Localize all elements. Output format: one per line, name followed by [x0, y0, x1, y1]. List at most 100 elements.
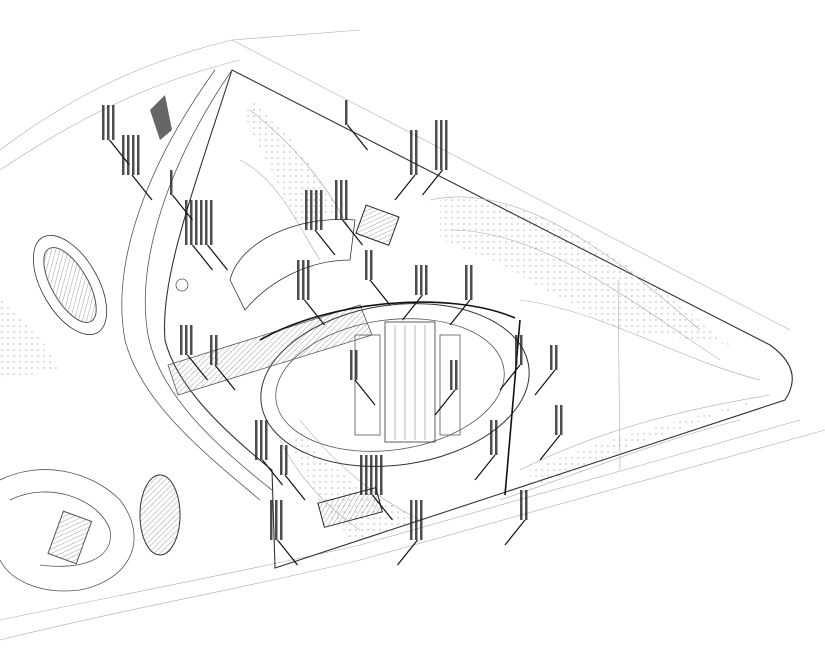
annotation-label [210, 200, 213, 245]
annotation-label [455, 360, 458, 390]
leader-line [449, 299, 471, 326]
annotation-label [210, 335, 213, 365]
annotation-label [195, 200, 198, 245]
annotation-label [185, 325, 188, 355]
annotation-label [285, 445, 288, 475]
annotation-label [370, 455, 373, 495]
leader-line [354, 379, 376, 406]
annotation-label [185, 200, 188, 245]
annotation-label [340, 180, 343, 220]
annotation-label [205, 200, 208, 245]
annotation-label [270, 500, 273, 540]
leader-line [342, 219, 363, 246]
annotation-label [280, 445, 283, 475]
leader-line [534, 369, 556, 396]
annotation-label [520, 335, 523, 365]
annotation-label [365, 455, 368, 495]
annotation-label [200, 200, 203, 245]
leader-line [284, 474, 306, 501]
annotation-label [190, 325, 193, 355]
annotation-label [515, 335, 518, 365]
south-pavilion [317, 487, 383, 528]
annotation-label [297, 260, 300, 300]
west-buildings [0, 95, 189, 592]
annotation-label [275, 500, 278, 540]
annotation-label [360, 455, 363, 495]
annotation-label [420, 500, 423, 540]
leader-line [214, 364, 236, 391]
annotation-label [310, 190, 313, 230]
leader-line [172, 194, 193, 221]
annotation-label [107, 105, 110, 140]
annotation-callouts [102, 100, 563, 566]
annotation-label [495, 420, 498, 455]
annotation-label [555, 345, 558, 370]
leader-line [207, 244, 228, 271]
leader-line [304, 299, 325, 326]
leader-line [539, 434, 561, 461]
annotation-label [170, 170, 173, 195]
leader-line [474, 454, 496, 481]
leader-line [369, 279, 391, 306]
leader-line [262, 459, 283, 486]
leader-line [109, 139, 130, 166]
annotation-label [307, 260, 310, 300]
annotation-label [415, 130, 418, 175]
leader-line [347, 124, 368, 151]
annotation-label [555, 405, 558, 435]
surrounding-roads [0, 29, 825, 641]
annotation-label [315, 190, 318, 230]
annotation-label [137, 135, 140, 175]
annotation-label [445, 120, 448, 170]
leader-line [422, 169, 443, 196]
leader-line [277, 539, 298, 566]
leader-line [131, 174, 153, 201]
annotation-label [415, 500, 418, 540]
annotation-label [410, 500, 413, 540]
leader-line [402, 294, 423, 321]
annotation-label [365, 250, 368, 280]
annotation-label [345, 180, 348, 220]
annotation-label [440, 120, 443, 170]
annotation-label [305, 190, 308, 230]
annotation-label [302, 260, 305, 300]
annotation-label [520, 490, 523, 520]
north-pavilion [229, 204, 400, 311]
leader-line [394, 174, 416, 201]
annotation-label [470, 265, 473, 300]
annotation-label [425, 265, 428, 295]
annotation-label [420, 265, 423, 295]
annotation-label [190, 200, 193, 245]
leader-line [314, 229, 336, 256]
annotation-label [370, 250, 373, 280]
annotation-label [102, 105, 105, 140]
annotation-label [112, 105, 115, 140]
annotation-label [415, 265, 418, 295]
annotation-label [345, 100, 348, 125]
annotation-label [450, 360, 453, 390]
annotation-label [335, 180, 338, 220]
annotation-label [525, 490, 528, 520]
curved-road [121, 69, 273, 501]
annotation-label [265, 420, 268, 460]
annotation-label [180, 325, 183, 355]
annotation-label [260, 420, 263, 460]
leader-line [397, 539, 418, 566]
leader-line [499, 364, 521, 391]
leader-line [434, 389, 456, 416]
annotation-label [435, 120, 438, 170]
annotation-label [380, 455, 383, 495]
annotation-label [375, 455, 378, 495]
annotation-label [410, 130, 413, 175]
annotation-label [255, 420, 258, 460]
annotation-label [127, 135, 130, 175]
annotation-label [350, 350, 353, 380]
annotation-label [122, 135, 125, 175]
leader-line [372, 494, 393, 521]
annotation-label [355, 350, 358, 380]
pedestrian-bridge [167, 304, 373, 396]
annotation-label [132, 135, 135, 175]
annotation-label [280, 500, 283, 540]
annotation-label [560, 405, 563, 435]
